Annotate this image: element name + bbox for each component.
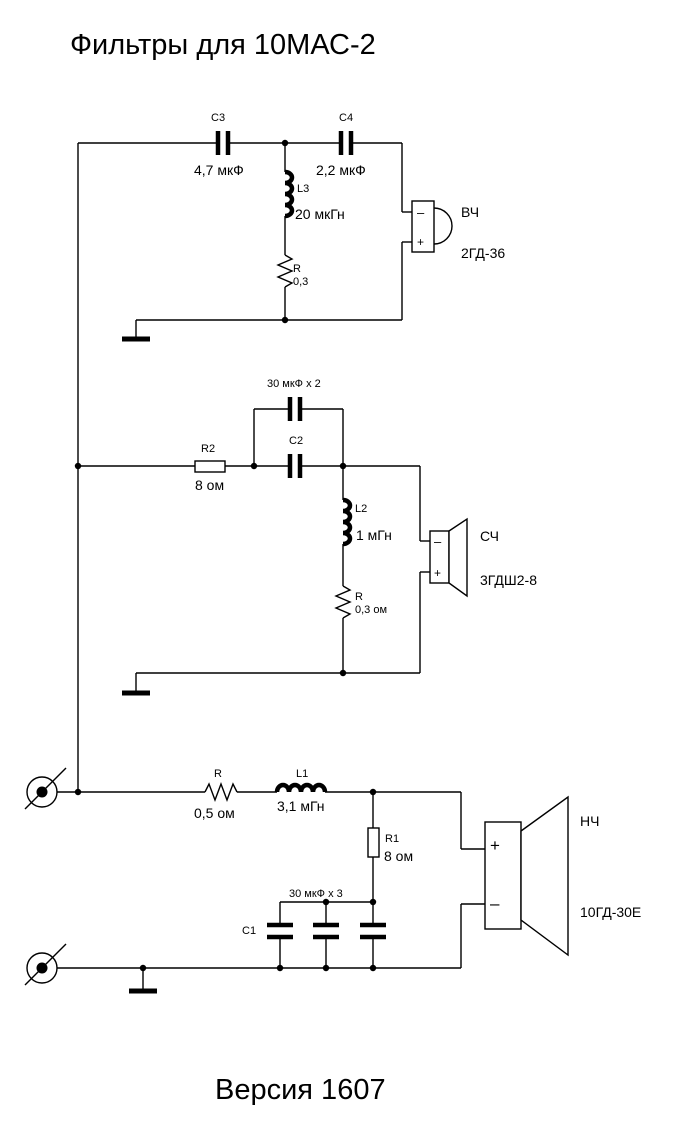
inductor-l3 — [284, 169, 295, 219]
r2-value: 8 ом — [195, 477, 224, 493]
c1-label: 30 мкФ x 3 — [289, 888, 343, 900]
c3-value: 4,7 мкФ — [194, 162, 244, 178]
capacitor-c1c — [360, 922, 386, 968]
l3-name: L3 — [297, 183, 309, 195]
l1-value: 3,1 мГн — [277, 798, 325, 814]
version-label: Версия 1607 — [215, 1074, 386, 1106]
junction-dot — [339, 669, 347, 677]
mid-minus: – — [434, 534, 442, 549]
c1-name: C1 — [242, 925, 256, 937]
l2-name: L2 — [355, 503, 367, 515]
capacitor-c1b — [313, 902, 339, 968]
inductor-l2 — [342, 497, 353, 547]
mf-section: R2 8 ом C2 30 мкФ x 2 L2 1 мГн R 0,3 ом — [78, 378, 537, 696]
r-hf-value: 0,3 — [293, 276, 308, 288]
tweeter-minus: – — [417, 205, 425, 220]
l2-value: 1 мГн — [356, 527, 392, 543]
resistor-r2 — [194, 460, 226, 473]
r2-name: R2 — [201, 443, 215, 455]
hf-speaker-model: 2ГД-36 — [461, 245, 505, 261]
capacitor-c1a — [267, 902, 293, 968]
input-terminal-top — [24, 767, 67, 810]
junction-dot — [276, 964, 284, 972]
resistor-r-hf — [276, 254, 294, 288]
c4-value: 2,2 мкФ — [316, 162, 366, 178]
resistor-r-lf — [204, 782, 238, 802]
capacitor-c2 — [287, 454, 303, 478]
r1-value: 8 ом — [384, 848, 413, 864]
tweeter-plus: + — [417, 235, 424, 249]
woofer-speaker — [484, 795, 569, 957]
mid-plus: + — [434, 566, 441, 580]
r-mf-name: R — [355, 591, 363, 603]
woofer-plus: + — [490, 836, 500, 855]
junction-dot — [281, 316, 289, 324]
woofer-minus: – — [490, 894, 500, 913]
hf-speaker-type: ВЧ — [461, 204, 479, 220]
junction-dot — [322, 964, 330, 972]
capacitor-parallel — [287, 397, 303, 421]
r-lf-value: 0,5 ом — [194, 805, 235, 821]
hf-section: C3 4,7 мкФ C4 2,2 мкФ L3 20 мкГн R 0,3 –… — [78, 112, 505, 342]
cpar-label: 30 мкФ x 2 — [267, 378, 321, 390]
capacitor-c4 — [338, 131, 354, 155]
c3-name: C3 — [211, 112, 225, 124]
tweeter-speaker — [411, 200, 453, 253]
capacitor-c3 — [215, 131, 231, 155]
input-terminal-bottom — [24, 943, 67, 986]
l3-value: 20 мкГн — [295, 206, 345, 222]
r-mf-value: 0,3 ом — [355, 604, 387, 616]
resistor-r-mf — [334, 585, 352, 619]
lf-section: R 0,5 ом L1 3,1 мГн R1 8 ом 30 мкФ x 3 C… — [24, 767, 641, 994]
diagram-title: Фильтры для 10МАС-2 — [70, 29, 376, 61]
junction-dot — [369, 964, 377, 972]
mf-speaker-type: СЧ — [480, 528, 499, 544]
junction-dot — [369, 898, 377, 906]
c4-name: C4 — [339, 112, 353, 124]
midrange-speaker — [429, 517, 468, 598]
r-hf-name: R — [293, 263, 301, 275]
c2-name: C2 — [289, 435, 303, 447]
r-lf-name: R — [214, 768, 222, 780]
inductor-l1 — [274, 782, 328, 793]
l1-name: L1 — [296, 768, 308, 780]
lf-speaker-type: НЧ — [580, 813, 599, 829]
lf-speaker-model: 10ГД-30Е — [580, 904, 641, 920]
resistor-r1 — [367, 827, 380, 858]
mf-speaker-model: 3ГДШ2-8 — [480, 572, 537, 588]
r1-name: R1 — [385, 833, 399, 845]
